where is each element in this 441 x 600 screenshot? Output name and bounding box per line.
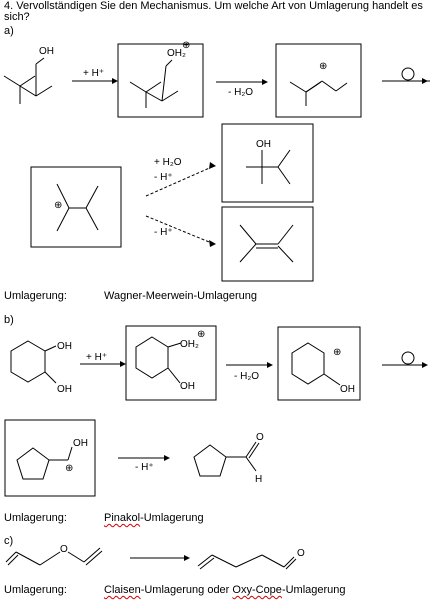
oh-label-cyclopentyl: OH bbox=[73, 438, 88, 449]
pentenal-structure bbox=[197, 554, 297, 570]
arrow-to-alkene-product bbox=[145, 215, 215, 245]
answer-a: Wagner-Meerwein-Umlagerung bbox=[104, 290, 258, 302]
o-label-pentenal: O bbox=[297, 548, 305, 559]
oh-label-start: OH bbox=[39, 46, 54, 57]
oh-label-protonated-b: OH bbox=[180, 381, 195, 392]
plus-charge-ring-b: ⊕ bbox=[333, 347, 342, 358]
plus-charge-cation-a: ⊕ bbox=[319, 61, 328, 72]
protonated-alcohol-structure bbox=[129, 59, 179, 108]
reagent-water-loss-b: - H₂O bbox=[234, 371, 259, 382]
plus-charge-oh2-b: ⊕ bbox=[197, 329, 206, 340]
oh-label-diol-1: OH bbox=[57, 341, 72, 352]
oh-label-ring-b: OH bbox=[340, 384, 355, 395]
continuation-marker-a bbox=[401, 67, 430, 82]
allyl-vinyl-ether-structure bbox=[5, 547, 103, 566]
plus-charge-oh2-a: ⊕ bbox=[182, 40, 191, 51]
reagent-water-add-a: + H₂O bbox=[154, 157, 182, 168]
part-a-label: a) bbox=[4, 25, 14, 37]
o-label-aldehyde: O bbox=[256, 432, 264, 443]
box-tertiary-carbocation bbox=[30, 166, 122, 248]
tertiary-alcohol-structure bbox=[246, 149, 291, 185]
oh-label-diol-2: OH bbox=[57, 384, 72, 395]
oh2-label-a: OH₂ bbox=[167, 48, 186, 59]
reagent-deprotonation-a2: - H⁺ bbox=[154, 227, 173, 238]
box-tertiary-alcohol bbox=[221, 123, 314, 203]
box-protonated-diol bbox=[125, 325, 217, 401]
reagent-protonation-b: + H⁺ bbox=[86, 352, 108, 363]
answer-b-name: Pinakol bbox=[104, 512, 141, 524]
oh2-label-b: OH₂ bbox=[180, 339, 199, 350]
part-c-label: c) bbox=[4, 535, 14, 547]
tertiary-carbocation-structure bbox=[56, 183, 99, 232]
cyclopentyl-cation-structure bbox=[16, 446, 73, 480]
h-label-aldehyde: H bbox=[255, 474, 263, 485]
box-ring-carbocation bbox=[277, 326, 361, 401]
answer-b: Pinakol-Umlagerung bbox=[104, 512, 204, 524]
plus-charge-tertiary-a: ⊕ bbox=[54, 200, 63, 211]
box-cyclopentyl-cation bbox=[4, 419, 96, 497]
answer-b-suffix: -Umlagerung bbox=[140, 512, 204, 524]
ring-carbocation-structure bbox=[291, 342, 341, 386]
box-protonated-alcohol bbox=[117, 43, 204, 118]
alkene-structure bbox=[239, 224, 294, 263]
answer-c-end: -Umlagerung bbox=[281, 584, 346, 596]
oh-label-tertiary: OH bbox=[256, 139, 271, 150]
diol-structure bbox=[10, 340, 57, 384]
protonated-diol-structure bbox=[135, 336, 182, 384]
box-carbocation bbox=[275, 43, 362, 118]
reagent-water-loss-a: - H₂O bbox=[228, 87, 253, 98]
part-b-label: b) bbox=[4, 314, 14, 326]
answer-prefix-c: Umlagerung: bbox=[4, 584, 67, 596]
answer-c: Claisen-Umlagerung oder Oxy-Cope-Umlager… bbox=[104, 584, 346, 596]
answer-c-mid: -Umlagerung oder bbox=[140, 584, 233, 596]
arrow-to-alcohol-product bbox=[145, 165, 215, 197]
box-alkene bbox=[221, 206, 314, 282]
answer-prefix-a: Umlagerung: bbox=[4, 290, 67, 302]
reagent-deprotonation-a1: - H⁺ bbox=[154, 172, 173, 183]
plus-charge-cyclopentyl: ⊕ bbox=[65, 463, 74, 474]
start-alcohol-structure bbox=[3, 57, 53, 104]
answer-prefix-b: Umlagerung: bbox=[4, 512, 67, 524]
o-label-ether: O bbox=[60, 544, 68, 555]
carbocation-structure bbox=[289, 80, 348, 106]
answer-c-oxycope: Oxy-Cope bbox=[232, 584, 282, 596]
reagent-deprotonation-b: - H⁺ bbox=[135, 462, 154, 473]
reagent-protonation-a: + H⁺ bbox=[83, 68, 105, 79]
continuation-marker-b bbox=[401, 351, 415, 365]
aldehyde-product-structure bbox=[193, 441, 260, 477]
question-text: 4. Vervollständigen Sie den Mechanismus.… bbox=[4, 0, 423, 23]
answer-c-claisen: Claisen bbox=[104, 584, 141, 596]
